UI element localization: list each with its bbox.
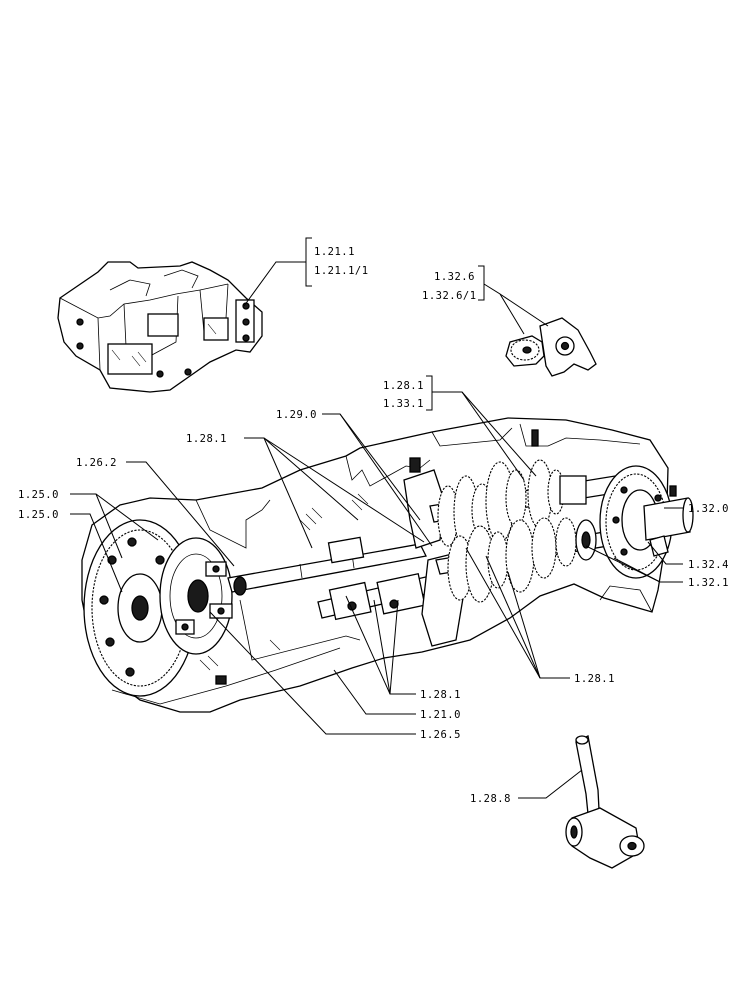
callout-1-28-1-right: 1.28.1 (574, 673, 615, 685)
callout-1-21-1-1: 1.21.1/1 (314, 265, 369, 277)
callout-1-33-1: 1.33.1 (383, 398, 424, 410)
callout-1-32-4: 1.32.4 (688, 559, 729, 571)
callout-1-21-1: 1.21.1 (314, 246, 355, 258)
callout-1-26-2: 1.26.2 (76, 457, 117, 469)
callout-labels: 1.21.1 1.21.1/1 1.32.6 1.32.6/1 1.28.1 1… (18, 246, 729, 805)
callout-1-32-6-1: 1.32.6/1 (422, 290, 477, 302)
callout-1-28-1-top: 1.28.1 (383, 380, 424, 392)
callout-1-21-0: 1.21.0 (420, 709, 461, 721)
callout-1-28-1-left: 1.28.1 (186, 433, 227, 445)
callout-1-32-1: 1.32.1 (688, 577, 729, 589)
pipe-fitting-part (565, 735, 645, 869)
callout-1-32-6: 1.32.6 (434, 271, 475, 283)
upper-housing-part (57, 261, 263, 393)
rear-flange (599, 465, 694, 579)
callout-1-28-8: 1.28.8 (470, 793, 511, 805)
callout-1-29-0: 1.29.0 (276, 409, 317, 421)
shift-fork-part (505, 317, 597, 377)
gear-cluster (429, 459, 647, 603)
callout-1-25-0-b: 1.25.0 (18, 509, 59, 521)
callout-1-28-1-bottom: 1.28.1 (420, 689, 461, 701)
callout-1-25-0-a: 1.25.0 (18, 489, 59, 501)
leader-lines (70, 261, 683, 799)
input-shaft (227, 536, 427, 596)
callout-1-26-5: 1.26.5 (420, 729, 461, 741)
callout-1-32-0: 1.32.0 (688, 503, 729, 515)
clutch-pressure-plate (159, 537, 233, 655)
